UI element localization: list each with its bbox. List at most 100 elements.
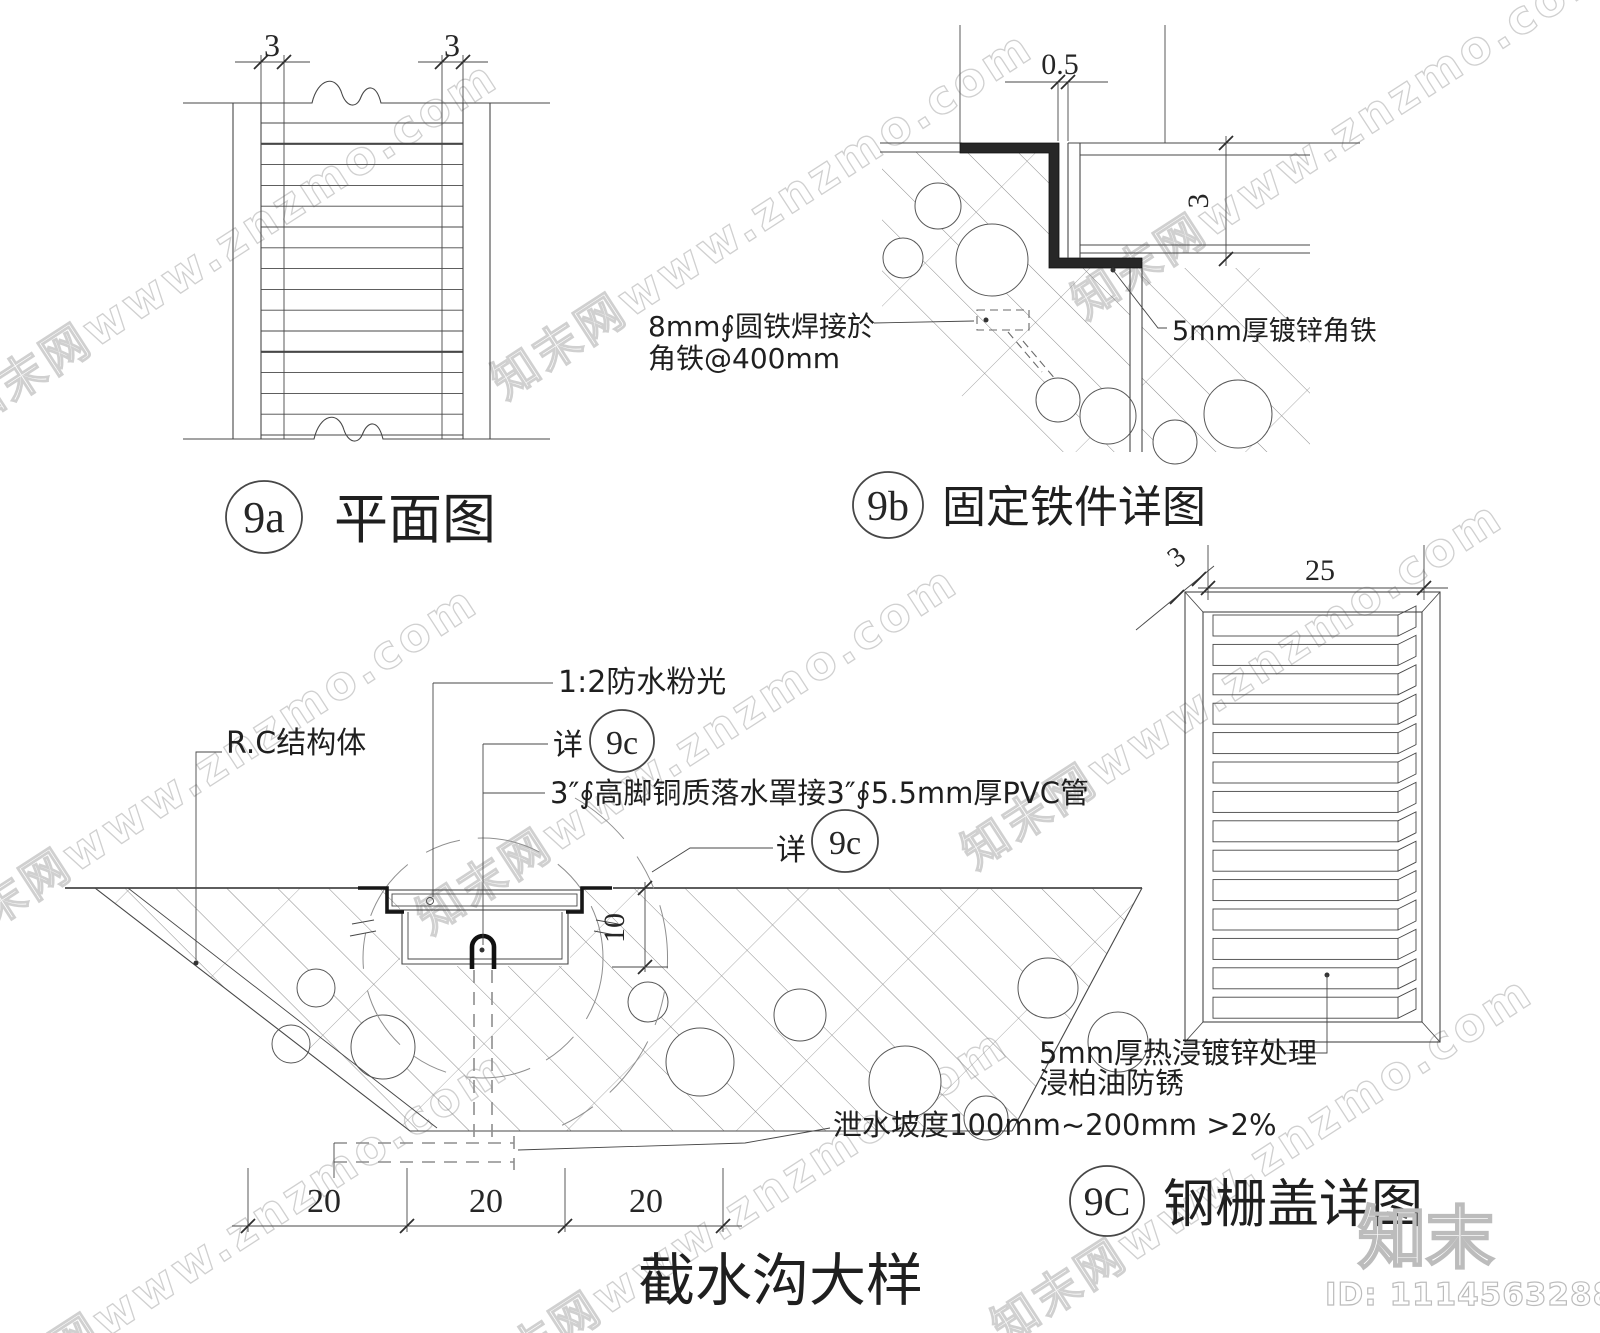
dim-tick (1169, 589, 1185, 605)
grate-slat-side (1397, 752, 1417, 784)
grate-frame-outer (1184, 591, 1441, 1043)
grate-slat-side (1397, 693, 1417, 725)
dim-tick (1416, 580, 1432, 596)
note-finish: 1:2防水粉光 (558, 665, 726, 700)
anchor-tick (351, 919, 375, 925)
gutter-section: R.C结构体 1:2防水粉光 详 9c 3″∮高脚铜质落水罩接3″∮5.5mm厚… (65, 665, 1277, 1314)
channel-lining-outer (401, 912, 569, 965)
grate-slat (1212, 761, 1399, 784)
grate-slat (1212, 820, 1399, 843)
aggregate-circle (1152, 419, 1198, 465)
note-angle-iron: 5mm厚镀锌角铁 (1172, 316, 1377, 347)
grate-slat (1212, 849, 1399, 872)
note-slope: 泄水坡度100mm~200mm >2% (833, 1108, 1277, 1142)
detail-boundary-arc (545, 797, 668, 1133)
plan-bottom-boundary (183, 416, 550, 442)
dim-tick (399, 1218, 415, 1234)
aggregate-circle (1079, 387, 1137, 445)
grate-slat (1212, 996, 1399, 1019)
section-dim-20: 20 (469, 1183, 503, 1220)
note-round-iron-2: 角铁@400mm (648, 342, 840, 375)
watermark-id: ID: 1114563288 (1325, 1277, 1600, 1313)
aggregate-circle (296, 968, 336, 1008)
grate-slat-side (1397, 634, 1417, 666)
dim-tick (1200, 580, 1216, 596)
leader-dot (479, 947, 485, 953)
anchor-tick (349, 930, 377, 937)
angle-bracket-left (358, 886, 404, 914)
leader-line (195, 751, 222, 960)
aggregate-circle (271, 1024, 311, 1064)
aggregate-circle (1087, 1011, 1149, 1073)
aggregate-circle (868, 1045, 942, 1119)
section-title: 截水沟大样 (638, 1248, 923, 1314)
plan-tag-circle (225, 480, 303, 554)
detail-ref-circle (811, 809, 879, 873)
grate-title: 钢栅盖详图 (1163, 1175, 1423, 1235)
note-galvanized-2: 浸柏油防锈 (1039, 1066, 1184, 1100)
aggregate-circle (665, 1027, 735, 1097)
grate-slat (1212, 908, 1399, 931)
plan-dim-right: 3 (444, 27, 460, 63)
aggregate-circle (627, 981, 669, 1023)
note-drain-cap: 3″∮高脚铜质落水罩接3″∮5.5mm厚PVC管 (550, 776, 1089, 810)
leader-line (651, 847, 773, 873)
plan-dim-left: 3 (264, 27, 280, 63)
dim-tick (240, 1218, 256, 1234)
detail9b-dim-height: 3 (1182, 194, 1215, 209)
dim-tick (276, 54, 292, 70)
note-galvanized-1: 5mm厚热浸镀锌处理 (1039, 1036, 1317, 1070)
grate-slat-side (1397, 958, 1417, 990)
detail9b-tag: 9b (867, 484, 909, 530)
frame-miter (1184, 1021, 1204, 1043)
mass-edge (1011, 887, 1143, 1132)
channel-lining-inner (407, 912, 563, 960)
leader-end-circle (426, 897, 434, 905)
grate-slat (1212, 790, 1399, 813)
section-dim-depth: 10 (598, 913, 631, 943)
dim-tick (1218, 251, 1234, 267)
leader-line (517, 1127, 831, 1151)
frame-miter (1184, 591, 1204, 613)
grate-slat (1212, 732, 1399, 755)
anchor-tick (595, 919, 619, 925)
detail-ref-label: 详 (553, 728, 583, 763)
grate-frame-inner (1202, 611, 1423, 1023)
mass-edge (94, 887, 411, 1132)
aggregate-circle (914, 182, 962, 230)
plan-tag: 9a (243, 493, 285, 542)
detail9b-dim-gap: 0.5 (1041, 48, 1079, 81)
grate-slat-side (1397, 987, 1417, 1019)
aggregate-circle (882, 237, 924, 279)
grate-9c: 25 3 5mm厚热浸镀锌处理 浸柏油防锈 9C 钢栅盖详图 (1039, 541, 1448, 1237)
grate-slat-side (1397, 899, 1417, 931)
dim-tick (557, 1218, 573, 1234)
grate-slat (1212, 702, 1399, 725)
detail-9b: 0.5 3 8mm∮圆铁焊接於 角铁@400mm 5mm厚镀锌角铁 9b 固定铁… (648, 25, 1377, 539)
detail9b-title: 固定铁件详图 (942, 482, 1206, 533)
leader-line (1112, 269, 1167, 329)
aggregate-circle (1035, 377, 1081, 423)
dim-tick (434, 54, 450, 70)
note-rc-structure: R.C结构体 (226, 726, 366, 761)
frame-miter (1421, 1021, 1441, 1043)
grate-slat-group (1212, 605, 1417, 1019)
leader-line (1285, 975, 1328, 1054)
round-iron-anchor (976, 309, 1030, 331)
watermark-logo: 知末 (1358, 1200, 1494, 1279)
mass-edge-inner (127, 887, 438, 1129)
grate-slat (1212, 643, 1399, 666)
grate-slat (1212, 967, 1399, 990)
aggregate-circle (955, 223, 1029, 297)
grate-slat-side (1397, 869, 1417, 902)
aggregate-circle (773, 988, 827, 1042)
grate-slat-side (1397, 605, 1417, 637)
plan-slats (261, 122, 463, 436)
detail-ref-circle (589, 709, 655, 773)
anchor-dashed-line (1007, 331, 1043, 373)
dim-tick (455, 54, 471, 70)
grate-slat (1212, 937, 1399, 960)
dim-tick (1060, 74, 1076, 90)
grate-slat-side (1397, 781, 1417, 813)
grate-slat-side (1397, 722, 1417, 755)
